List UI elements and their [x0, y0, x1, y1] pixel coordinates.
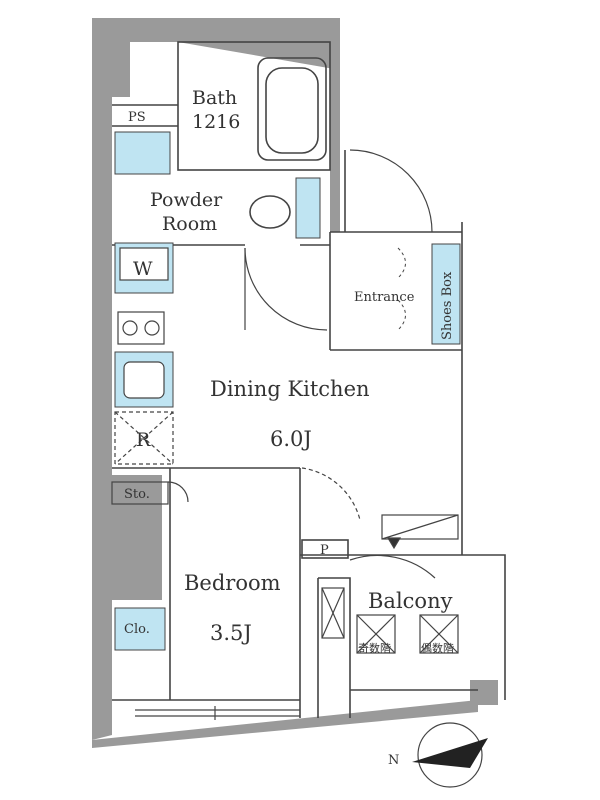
balcony-label: Balcony	[368, 589, 453, 613]
storage-box	[111, 481, 189, 505]
powder-room-label-2: Room	[162, 213, 217, 235]
refrigerator-label: R	[136, 429, 151, 451]
toilet	[249, 195, 291, 229]
ps-fixture	[114, 131, 171, 175]
washer-machine	[119, 247, 169, 281]
compass-arrow-icon	[412, 738, 488, 768]
bath-label: Bath	[192, 87, 237, 109]
vent	[381, 514, 459, 550]
compass-ring	[417, 722, 483, 788]
storage-label: Sto.	[124, 487, 150, 502]
compass-north-label: N	[388, 753, 399, 768]
closet-fixture	[114, 607, 166, 651]
compass: N	[388, 722, 488, 788]
shoes-box-fixture	[431, 243, 461, 345]
bathtub	[257, 57, 327, 161]
ps-label: PS	[128, 110, 146, 125]
hatch-odd-label: 奇数階	[358, 641, 391, 655]
escape-hatches	[321, 587, 459, 654]
entrance-label: Entrance	[354, 290, 415, 305]
dining-kitchen-size: 6.0J	[270, 427, 312, 451]
doors	[244, 149, 436, 579]
refrigerator-space	[114, 411, 174, 465]
bedroom-size: 3.5J	[210, 621, 252, 645]
closet-label: Clo.	[124, 622, 150, 637]
hatch-even-label: 偶数階	[421, 641, 454, 655]
dining-kitchen-label: Dining Kitchen	[210, 377, 370, 401]
powder-room-label-1: Powder	[150, 189, 223, 211]
stove	[117, 311, 165, 345]
bedroom-window	[135, 706, 300, 720]
bedroom-label: Bedroom	[184, 571, 281, 595]
sink-basin	[123, 361, 165, 399]
entrance-marks	[397, 247, 406, 331]
shoes-box-label: Shoes Box	[440, 271, 455, 340]
bath-code: 1216	[192, 111, 240, 133]
toilet-tank	[295, 177, 321, 239]
washer-label: W	[133, 258, 153, 280]
structural-walls	[92, 18, 498, 748]
pipe-space-label: P	[320, 543, 329, 558]
